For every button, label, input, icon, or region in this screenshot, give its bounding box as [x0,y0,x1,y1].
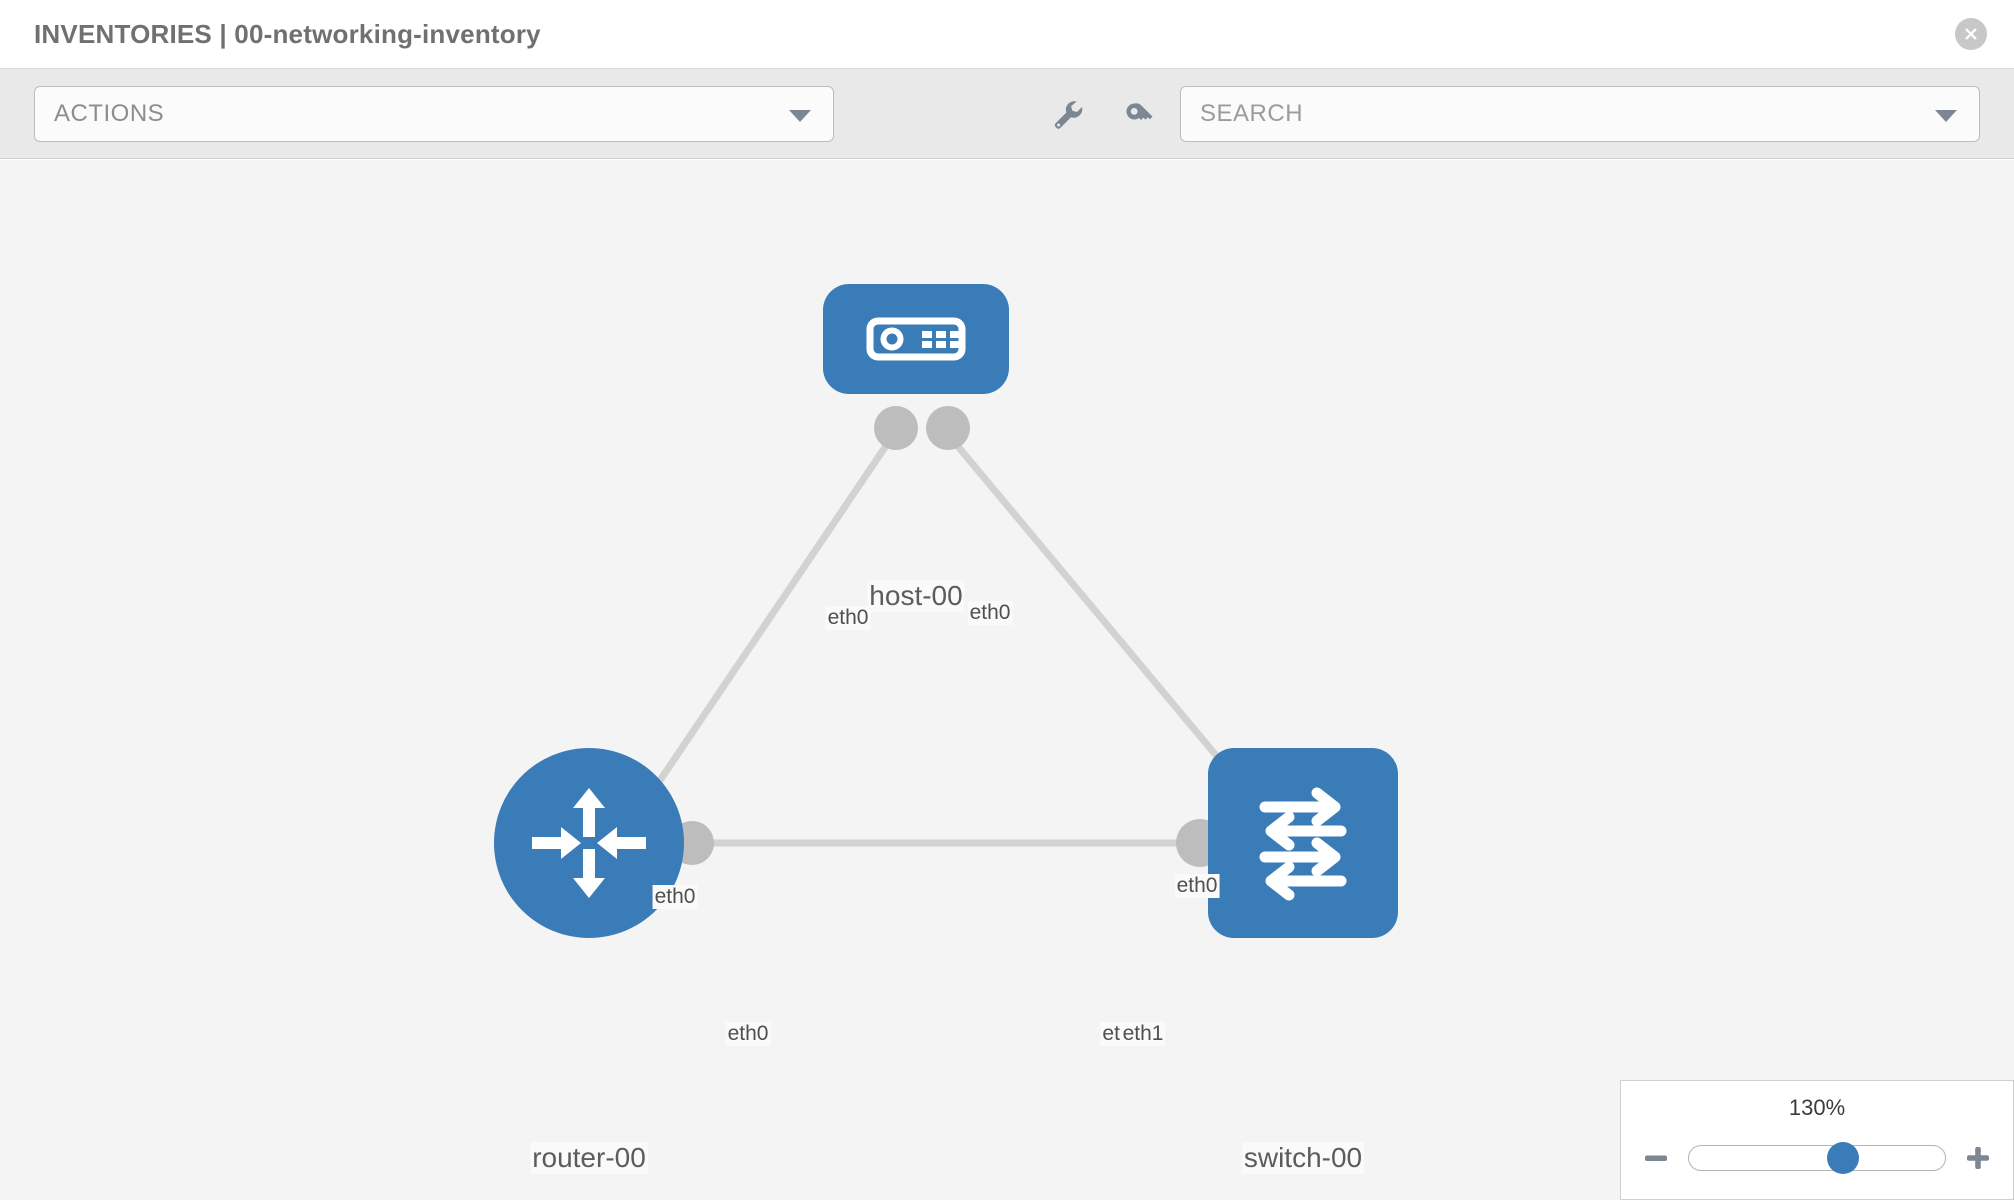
zoom-slider[interactable] [1688,1142,1946,1174]
key-icon[interactable] [1120,95,1158,133]
zoom-slider-row [1621,1133,2013,1183]
toolbar-icon-group [1048,86,1158,142]
chevron-down-icon[interactable] [1935,110,1957,122]
zoom-level-value: 130% [1788,1095,1846,1120]
node-switch-00[interactable] [1208,748,1398,938]
plus-icon[interactable] [1962,1142,1994,1174]
topology-graph [494,284,1398,938]
zoom-control-panel: 130% [1620,1080,2014,1200]
page-title: INVENTORIES | 00-networking-inventory [34,18,541,49]
page-header: INVENTORIES | 00-networking-inventory [0,0,2014,69]
actions-dropdown[interactable]: ACTIONS [34,86,834,142]
actions-dropdown-label: ACTIONS [54,100,165,127]
close-icon[interactable] [1955,18,1987,50]
link-host-router[interactable] [637,423,903,812]
link-host-switch[interactable] [937,422,1248,793]
node-host-00[interactable] [823,284,1009,394]
topology-links [637,422,1248,847]
search-input[interactable]: SEARCH [1180,86,1980,142]
endpoint-host-right[interactable] [926,406,970,450]
wrench-icon[interactable] [1048,95,1086,133]
zoom-slider-thumb[interactable] [1826,1142,1859,1174]
toolbar: ACTIONS SEARCH [0,69,2014,159]
search-placeholder: SEARCH [1200,100,1304,127]
node-router-00[interactable] [494,748,684,938]
topology-canvas[interactable]: host-00 router-00 switch-00 eth0 eth0 et… [0,160,2014,1200]
minus-icon[interactable] [1640,1142,1672,1174]
endpoint-host-left[interactable] [874,406,918,450]
chevron-down-icon [789,110,811,122]
